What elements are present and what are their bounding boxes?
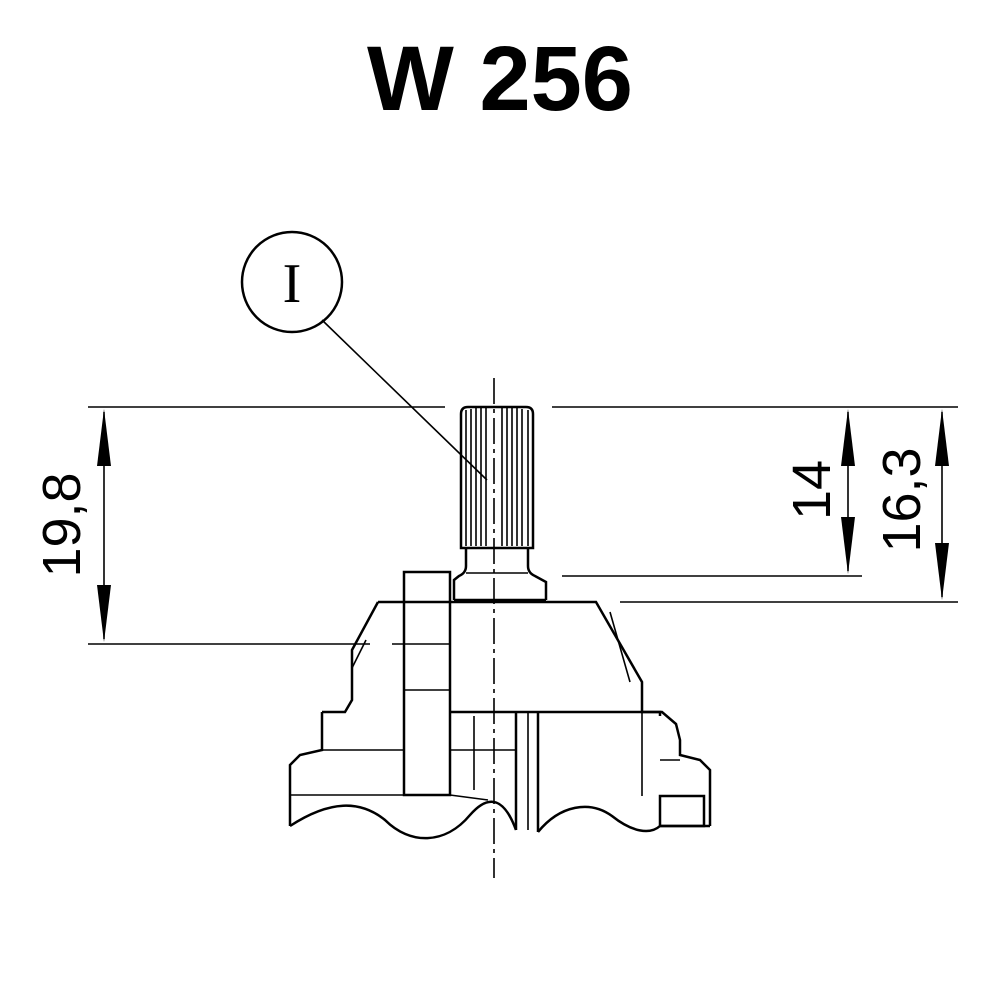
arrowhead-down bbox=[935, 543, 949, 600]
balloon-label: I bbox=[283, 253, 302, 315]
arrowhead-up bbox=[97, 409, 111, 466]
dimension-value-16-3: 16,3 bbox=[872, 447, 932, 552]
detail-balloon: I bbox=[240, 230, 488, 481]
dimension-overall-height: 19,8 bbox=[32, 406, 445, 645]
arrowhead-down bbox=[97, 585, 111, 642]
balloon-leader-line bbox=[321, 319, 488, 481]
dimension-value-14: 14 bbox=[782, 460, 842, 520]
spline-shaft bbox=[452, 405, 548, 602]
dimension-shaft-height: 16,3 bbox=[620, 409, 958, 603]
motor-housing bbox=[288, 570, 712, 840]
dimension-spline-length: 14 bbox=[552, 406, 958, 577]
spline-ribs bbox=[465, 408, 529, 546]
arrowhead-up bbox=[935, 409, 949, 466]
drawing-title: W 256 bbox=[367, 28, 633, 130]
dimension-value-19-8: 19,8 bbox=[32, 472, 92, 577]
arrowhead-down bbox=[841, 517, 855, 574]
balloon-circle bbox=[240, 230, 344, 334]
arrowhead-up bbox=[841, 409, 855, 466]
